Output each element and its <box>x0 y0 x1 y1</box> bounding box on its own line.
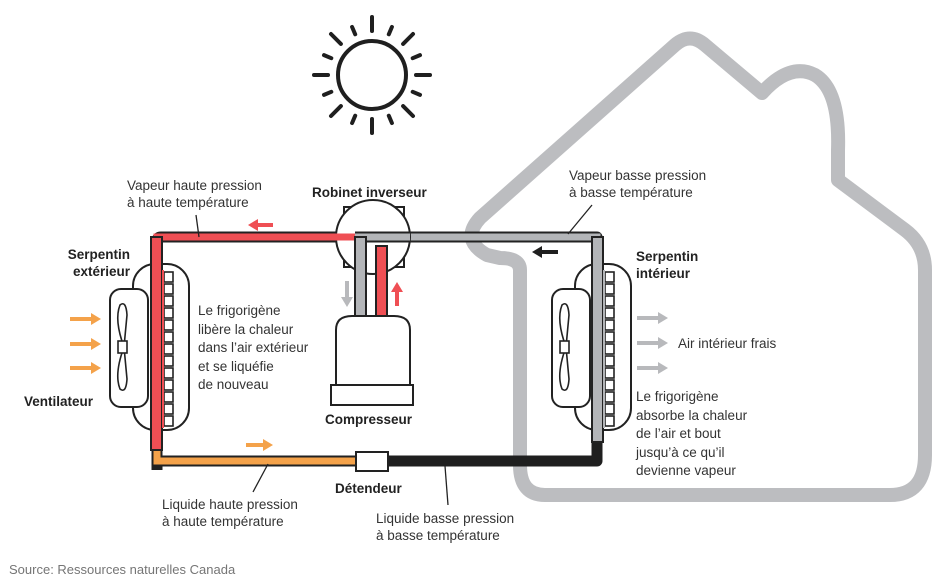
coil-fin <box>604 379 615 391</box>
arrow-orange-in <box>70 362 101 374</box>
sun-ray <box>322 53 334 61</box>
pipe-cold-liquid <box>388 438 603 467</box>
sun-ray <box>401 104 415 118</box>
coil-fin <box>163 271 174 283</box>
sun-ray <box>386 113 394 125</box>
coil-fin <box>163 295 174 307</box>
arrow-gray-out <box>637 362 668 374</box>
arrow-black-left <box>532 246 558 258</box>
sun-ray <box>410 53 422 61</box>
pipe-hot-liquid <box>151 445 358 467</box>
arrow-red-up <box>391 282 403 306</box>
house-outline <box>464 31 932 502</box>
label-compressor: Compresseur <box>325 412 413 427</box>
sun-ray <box>401 32 415 46</box>
coil-fin <box>604 343 615 355</box>
reversing-valve <box>335 199 411 275</box>
coil-fin <box>604 403 615 415</box>
coil-fin <box>163 331 174 343</box>
coil-fin <box>604 415 615 427</box>
coil-fin <box>163 391 174 403</box>
arrow-orange-in <box>70 313 101 325</box>
indoor-coil <box>551 236 632 443</box>
sun-ray <box>350 113 358 125</box>
coil-fin <box>163 355 174 367</box>
label-expansion-device: Détendeur <box>335 481 402 496</box>
sun-ray <box>322 89 334 97</box>
compressor <box>330 315 414 406</box>
coil-fin <box>604 391 615 403</box>
arrow-gray-out <box>637 312 668 324</box>
label-indoor-air: Air intérieur frais <box>678 336 777 351</box>
coil-fin <box>163 379 174 391</box>
sun-ray <box>329 32 343 46</box>
coil-spine <box>603 270 605 428</box>
sun-icon <box>312 15 432 135</box>
arrow-gray-down <box>341 281 353 307</box>
coil-fin <box>163 403 174 415</box>
leader-lines <box>195 204 593 506</box>
coil-fin <box>604 319 615 331</box>
sun-ray <box>350 25 358 37</box>
coil-spine <box>162 270 164 428</box>
coil-fin <box>163 283 174 295</box>
coil-fin <box>604 295 615 307</box>
coil-fin <box>604 367 615 379</box>
label-reversing-valve: Robinet inverseur <box>312 185 427 200</box>
coil-fin <box>604 283 615 295</box>
coil-fin <box>163 367 174 379</box>
coil-fin <box>604 331 615 343</box>
coil-fin <box>163 307 174 319</box>
source-caption: Source: Ressources naturelles Canada <box>9 562 236 577</box>
coil-fin <box>163 415 174 427</box>
sun-ray <box>386 25 394 37</box>
label-fan: Ventilateur <box>24 394 94 409</box>
arrow-red-left <box>248 219 273 231</box>
fan-icon <box>116 302 128 392</box>
fan-icon <box>558 302 570 392</box>
sun-ray <box>410 89 422 97</box>
coil-fin <box>163 319 174 331</box>
coil-fin <box>604 355 615 367</box>
outdoor-coil <box>109 236 190 451</box>
arrow-orange-right <box>246 439 273 451</box>
sun-ray <box>329 104 343 118</box>
coil-fin <box>604 307 615 319</box>
coil-fin <box>604 271 615 283</box>
expansion-device <box>355 451 389 472</box>
coil-fin <box>163 343 174 355</box>
arrow-gray-out <box>637 337 668 349</box>
arrow-orange-in <box>70 338 101 350</box>
